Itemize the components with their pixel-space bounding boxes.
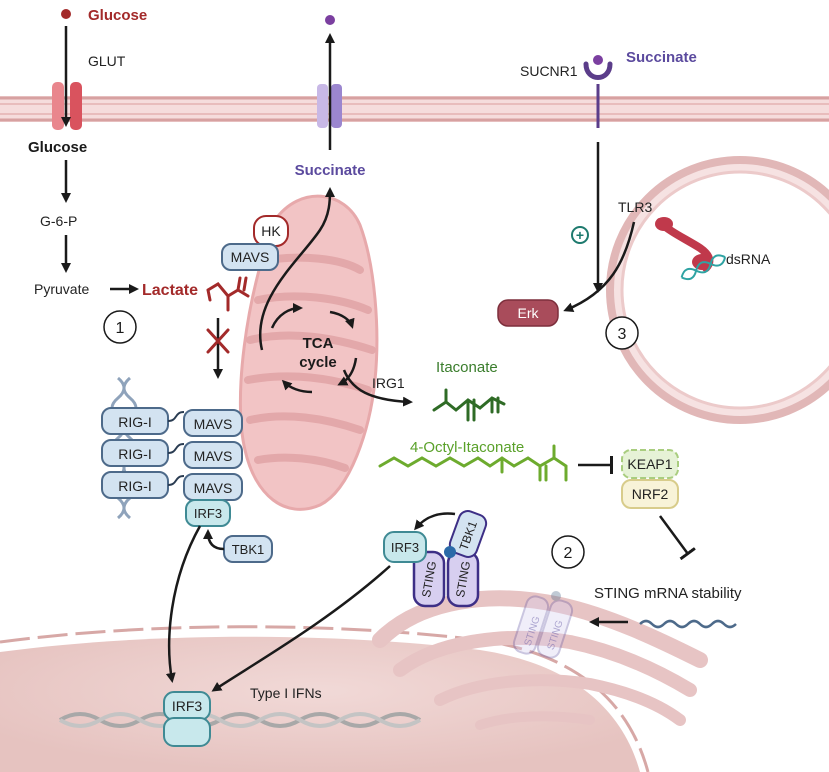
nrf2-label: NRF2 bbox=[632, 486, 669, 502]
sting-complex bbox=[383, 510, 488, 608]
keap1-box bbox=[621, 449, 679, 479]
succinate-cytosol-label: Succinate bbox=[295, 162, 366, 179]
sucnr1-receptor-icon bbox=[583, 55, 613, 128]
step-2-number: 2 bbox=[564, 545, 573, 562]
sting-label-b: STING bbox=[453, 560, 473, 599]
lactate-molecule-icon bbox=[206, 276, 250, 312]
irf3-left-to-nucleus-arrow bbox=[165, 525, 202, 683]
glucose-top-label: Glucose bbox=[88, 7, 147, 24]
step-1-number: 1 bbox=[116, 320, 125, 337]
dna-helix bbox=[58, 712, 422, 728]
irg1-label: IRG1 bbox=[372, 375, 405, 391]
tca-label-line2: cycle bbox=[299, 354, 337, 371]
hk-label: HK bbox=[261, 223, 281, 239]
pyruvate-label: Pyruvate bbox=[34, 281, 89, 297]
sucnr1-label: SUCNR1 bbox=[520, 63, 578, 79]
tbk1-left-label: TBK1 bbox=[232, 542, 265, 557]
glut-transporter bbox=[52, 82, 82, 130]
succinate-molecule-icon bbox=[325, 15, 335, 25]
mavs-label-1: MAVS bbox=[194, 416, 233, 432]
erk-label: Erk bbox=[518, 305, 540, 321]
tlr3-to-erk-arrow bbox=[563, 221, 636, 312]
irf3-nucleus-box-bottom bbox=[163, 717, 211, 747]
tbk1-to-irf3-left-arrow bbox=[203, 529, 225, 551]
octyl-itaconate-molecule-icon bbox=[378, 444, 568, 482]
step-3-number: 3 bbox=[618, 326, 627, 343]
mavs-label-3: MAVS bbox=[194, 480, 233, 496]
mavs-top-box bbox=[221, 243, 279, 271]
sting-label-a: STING bbox=[419, 560, 439, 599]
rigi-label-1: RIG-I bbox=[118, 414, 151, 430]
step-3-marker bbox=[605, 316, 639, 350]
itaconate-molecule-icon bbox=[432, 388, 506, 422]
rigi-stack bbox=[101, 407, 169, 499]
irf3-left-label: IRF3 bbox=[194, 506, 222, 521]
itaconate-label: Itaconate bbox=[436, 359, 498, 376]
irf3-left-box bbox=[185, 499, 231, 527]
irf3-mid-label: IRF3 bbox=[391, 540, 419, 555]
succinate-extracellular-label: Succinate bbox=[626, 49, 697, 66]
tbk1-to-irf3-arrow bbox=[414, 512, 456, 531]
tca-to-itaconate-arrow bbox=[342, 369, 413, 407]
mitochondrion bbox=[238, 194, 379, 511]
sting-mrna-strand bbox=[639, 619, 737, 629]
nrf2-inhibits-sting-mrna bbox=[658, 515, 696, 561]
mavs-stack bbox=[183, 409, 243, 501]
nucleus bbox=[0, 625, 650, 772]
dsrna-label: dsRNA bbox=[726, 251, 771, 267]
succinate-transporter bbox=[317, 84, 342, 128]
mavs-top-label: MAVS bbox=[231, 249, 270, 265]
type1-ifns-label: Type I IFNs bbox=[250, 685, 322, 701]
glucose-molecule-icon bbox=[61, 9, 71, 19]
lactate-label: Lactate bbox=[142, 282, 198, 299]
step-1-marker bbox=[103, 310, 137, 344]
faded-sting-dimer bbox=[512, 591, 574, 659]
positive-regulation-icon bbox=[571, 226, 589, 244]
dsrna-strand bbox=[680, 254, 727, 281]
blocked-cross-icon bbox=[206, 328, 230, 354]
erk-box bbox=[497, 299, 559, 327]
glut-label: GLUT bbox=[88, 53, 126, 69]
plasma-membrane bbox=[0, 96, 829, 122]
nrf2-box bbox=[621, 479, 679, 509]
keap1-label: KEAP1 bbox=[627, 456, 672, 472]
mito-to-succinate-arrow bbox=[259, 187, 335, 351]
irf3-nucleus-label: IRF3 bbox=[172, 698, 203, 714]
octyl-itaconate-label: 4-Octyl-Itaconate bbox=[410, 439, 524, 456]
step-2-marker bbox=[551, 535, 585, 569]
sting-mrna-label: STING mRNA stability bbox=[594, 585, 742, 602]
g6p-label: G-6-P bbox=[40, 213, 77, 229]
rigi-mavs-linkers bbox=[167, 411, 185, 486]
rigi-label-3: RIG-I bbox=[118, 478, 151, 494]
tlr3-label: TLR3 bbox=[618, 199, 652, 215]
mavs-label-2: MAVS bbox=[194, 448, 233, 464]
tca-label-line1: TCA bbox=[303, 335, 334, 352]
positive-regulation-symbol: + bbox=[576, 227, 584, 243]
glucose-intracellular-label: Glucose bbox=[28, 139, 87, 156]
irf3-mid-to-nucleus-arrow bbox=[211, 565, 391, 692]
endoplasmic-reticulum bbox=[372, 590, 708, 730]
tca-cycle-arrows bbox=[270, 303, 358, 394]
rigi-label-2: RIG-I bbox=[118, 446, 151, 462]
